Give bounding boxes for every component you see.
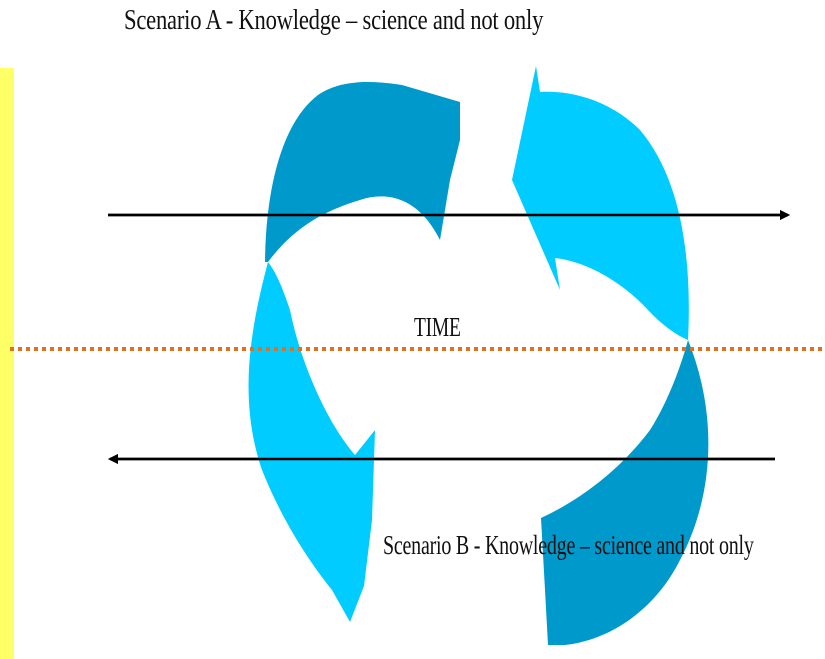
scenario-a-label: Scenario A - Knowledge – science and not… (124, 4, 544, 36)
left-arrow-top-segment (265, 82, 460, 263)
left-yellow-bar (0, 68, 14, 659)
scenario-b-label: Scenario B - Knowledge – science and not… (383, 530, 754, 560)
right-arrow-top-segment (512, 66, 689, 340)
time-label: TIME (414, 312, 461, 342)
right-arrow-bottom-segment (541, 340, 709, 645)
left-arrow-bottom-segment (248, 262, 375, 622)
